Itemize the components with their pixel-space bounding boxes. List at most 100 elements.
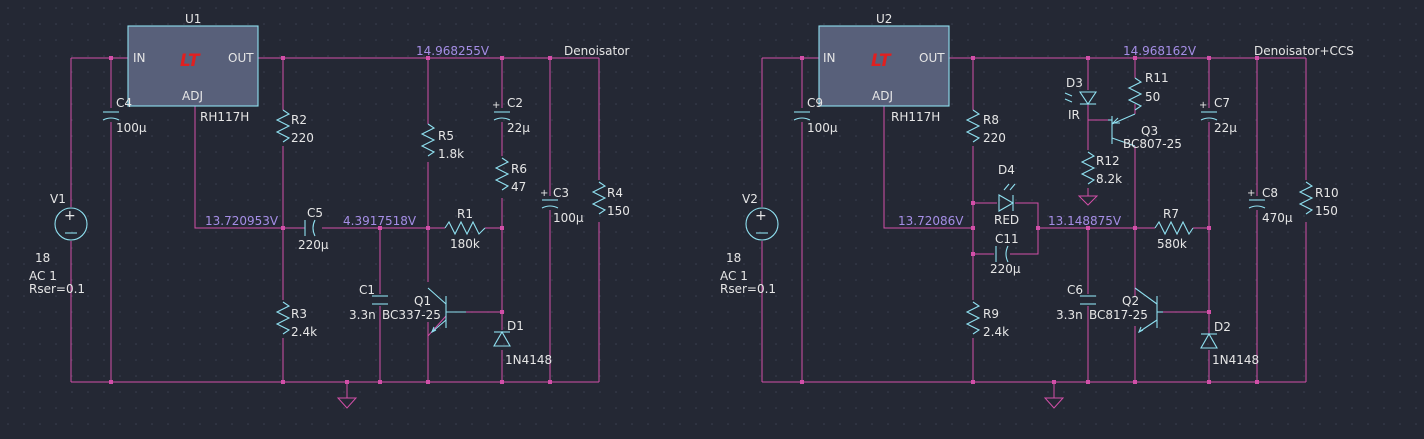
c5-ref: C5: [307, 206, 323, 220]
c4-value: 100µ: [116, 121, 147, 135]
d2-ref: D2: [1214, 320, 1231, 334]
net-label-denoisator-ccs: Denoisator+CCS: [1254, 44, 1354, 58]
led-d4[interactable]: D4 RED: [994, 163, 1019, 227]
resistor-r2[interactable]: R2 220: [275, 109, 314, 145]
r4-value: 150: [607, 204, 630, 218]
capacitor-c7[interactable]: + C7 22µ: [1199, 96, 1237, 135]
diode-d1[interactable]: D1 1N4148: [493, 319, 552, 367]
v2-ref: V2: [742, 192, 758, 206]
c1-ref: C1: [359, 283, 375, 297]
lt-logo-icon: LT: [871, 51, 892, 71]
voltage-out-right: 14.968162V: [1123, 44, 1197, 58]
r9-value: 2.4k: [983, 325, 1009, 339]
capacitor-c11[interactable]: C11 220µ: [990, 232, 1021, 276]
resistor-r6[interactable]: R6 47: [494, 157, 527, 194]
c2-value: 22µ: [507, 121, 530, 135]
capacitor-c9[interactable]: C9 100µ: [793, 96, 838, 135]
c3-value: 100µ: [553, 211, 584, 225]
capacitor-c8[interactable]: + C8 470µ: [1247, 186, 1293, 225]
r12-ref: R12: [1096, 154, 1120, 168]
r8-ref: R8: [983, 113, 999, 127]
capacitor-c2[interactable]: + C2 22µ: [492, 96, 530, 135]
c8-ref: C8: [1262, 186, 1278, 200]
v1-value: 18: [35, 251, 50, 265]
c9-ref: C9: [807, 96, 823, 110]
c11-ref: C11: [995, 232, 1019, 246]
voltage-adj-right: 13.72086V: [898, 214, 964, 228]
v1-rser: Rser=0.1: [29, 282, 85, 296]
v2-value: 18: [726, 251, 741, 265]
c9-value: 100µ: [807, 121, 838, 135]
resistor-r5[interactable]: R5 1.8k: [420, 123, 464, 161]
transistor-q3[interactable]: Q3 BC807-25: [1108, 113, 1182, 151]
led-d3[interactable]: D3 IR: [1064, 76, 1098, 122]
resistor-r9[interactable]: R9 2.4k: [965, 301, 1009, 339]
c6-ref: C6: [1067, 283, 1083, 297]
r6-ref: R6: [511, 162, 527, 176]
resistor-r10[interactable]: R10 150: [1298, 181, 1339, 218]
resistor-r1[interactable]: R1 180k: [444, 207, 486, 251]
q1-ref: Q1: [414, 294, 431, 308]
voltage-base-left: 4.3917518V: [343, 214, 417, 228]
r2-value: 220: [291, 131, 314, 145]
capacitor-c4[interactable]: C4 100µ: [102, 96, 147, 135]
c4-ref: C4: [116, 96, 132, 110]
net-label-denoisator: Denoisator: [564, 44, 630, 58]
capacitor-c6[interactable]: C6 3.3n: [1056, 283, 1096, 322]
u1-pin-in: IN: [133, 51, 146, 65]
r1-ref: R1: [457, 207, 473, 221]
u1-pin-out: OUT: [228, 51, 254, 65]
capacitor-c3[interactable]: + C3 100µ: [540, 186, 584, 225]
r7-ref: R7: [1163, 207, 1179, 221]
capacitor-c5[interactable]: C5 220µ: [298, 206, 329, 252]
resistor-r11[interactable]: R11 50: [1127, 71, 1169, 111]
c5-value: 220µ: [298, 238, 329, 252]
v1-ref: V1: [50, 192, 66, 206]
r12-value: 8.2k: [1096, 172, 1122, 186]
regulator-u1[interactable]: U1 IN OUT ADJ LT RH117H: [127, 12, 259, 124]
q3-value: BC807-25: [1123, 137, 1182, 151]
svg-text:+: +: [1247, 188, 1255, 199]
source-v1[interactable]: + V1 18 AC 1 Rser=0.1: [29, 192, 88, 296]
resistor-r8[interactable]: R8 220: [965, 109, 1006, 145]
r3-ref: R3: [291, 307, 307, 321]
resistor-r3[interactable]: R3 2.4k: [275, 301, 317, 339]
v2-rser: Rser=0.1: [720, 282, 776, 296]
svg-text:+: +: [540, 188, 548, 199]
lt-logo-icon: LT: [180, 51, 201, 71]
u1-part: RH117H: [200, 110, 249, 124]
c6-value: 3.3n: [1056, 308, 1083, 322]
u2-pin-in: IN: [823, 51, 836, 65]
resistor-r12[interactable]: R12 8.2k: [1080, 151, 1122, 186]
source-v2[interactable]: + V2 18 AC 1 Rser=0.1: [720, 192, 779, 296]
q2-ref: Q2: [1122, 294, 1139, 308]
junction-dots-left: [109, 56, 552, 384]
r4-ref: R4: [607, 186, 623, 200]
schematic-right: U2 IN OUT ADJ LT RH117H + V2 18 AC 1 Rse…: [720, 12, 1354, 409]
r5-ref: R5: [438, 129, 454, 143]
d1-ref: D1: [507, 319, 524, 333]
capacitor-c1[interactable]: C1 3.3n: [349, 283, 388, 322]
svg-text:+: +: [492, 100, 500, 111]
u2-pin-adj: ADJ: [872, 89, 893, 103]
diode-d2[interactable]: D2 1N4148: [1200, 320, 1259, 367]
transistor-q2[interactable]: Q2 BC817-25: [1089, 287, 1163, 334]
c3-ref: C3: [553, 186, 569, 200]
voltage-adj-left: 13.720953V: [205, 214, 279, 228]
transistor-q1[interactable]: Q1 BC337-25: [382, 287, 466, 334]
c8-value: 470µ: [1262, 211, 1293, 225]
regulator-u2[interactable]: U2 IN OUT ADJ LT RH117H: [818, 12, 950, 124]
d2-value: 1N4148: [1212, 353, 1259, 367]
u2-part: RH117H: [891, 110, 940, 124]
ground-symbol-left: [336, 397, 358, 409]
d4-ref: D4: [998, 163, 1015, 177]
q1-value: BC337-25: [382, 308, 441, 322]
schematic-left: U1 IN OUT ADJ LT RH117H + V1 18 AC 1 Rse…: [29, 12, 630, 409]
c7-ref: C7: [1214, 96, 1230, 110]
r7-value: 580k: [1157, 237, 1187, 251]
resistor-r7[interactable]: R7 580k: [1154, 207, 1194, 251]
resistor-r4[interactable]: R4 150: [591, 181, 630, 218]
svg-text:+: +: [64, 208, 76, 224]
r11-ref: R11: [1145, 71, 1169, 85]
